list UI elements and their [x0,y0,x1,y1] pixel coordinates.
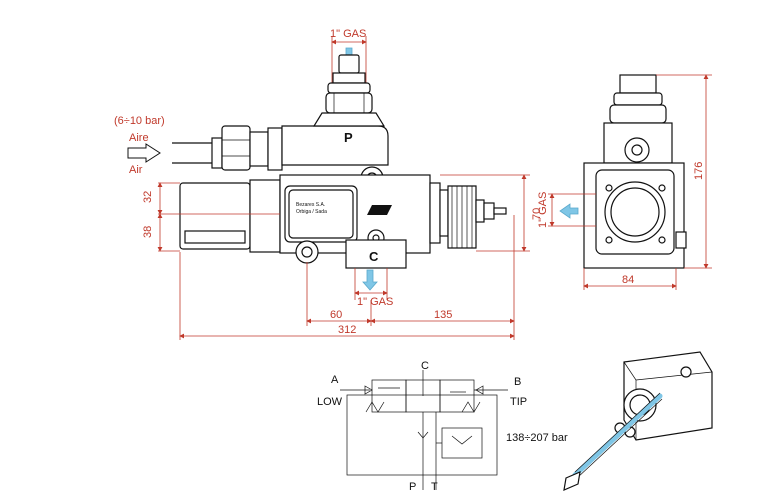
port-p-label: P [344,130,353,145]
hydraulic-schematic: A B C LOW TIP 138÷207 bar P T [317,360,568,493]
schematic-label-low: LOW [317,396,343,408]
dim-60: 60 [330,309,342,321]
bottom-flow-arrow-icon [362,269,378,291]
air-inlet-arrow-icon [127,143,161,163]
schematic-label-b: B [514,376,521,388]
schematic-label-c: C [421,360,429,372]
air-label-en: Air [129,164,143,176]
brand-logo [367,205,392,215]
side-view: 1" GAS 176 84 [537,74,712,290]
side-port-label: 1" GAS [537,192,549,228]
dim-84: 84 [622,274,634,286]
schematic-label-a: A [331,374,339,386]
front-view: 1" GAS (6÷10 bar) Aire Air P [114,28,543,340]
valve-lever-perspective-icon [563,351,713,491]
nameplate-brand: Bezares S.A. [296,202,325,208]
side-flow-arrow-icon [559,203,579,219]
schematic-label-t: T [431,481,438,493]
pressure-range-label: (6÷10 bar) [114,115,165,127]
air-label-es: Aire [129,132,149,144]
relief-pressure-label: 138÷207 bar [506,432,568,444]
top-port-label: 1" GAS [330,28,366,40]
dim-38: 38 [142,226,154,238]
dim-135: 135 [434,309,452,321]
dim-176: 176 [693,162,705,180]
port-c-label: C [369,249,379,264]
dim-312: 312 [338,324,356,336]
schematic-label-p: P [409,481,416,493]
dim-70: 70 [531,208,543,220]
bottom-port-label: 1" GAS [357,296,393,308]
nameplate-sub: Orbiga / Sada [296,209,327,215]
schematic-label-tip: TIP [510,396,527,408]
dim-32: 32 [142,191,154,203]
